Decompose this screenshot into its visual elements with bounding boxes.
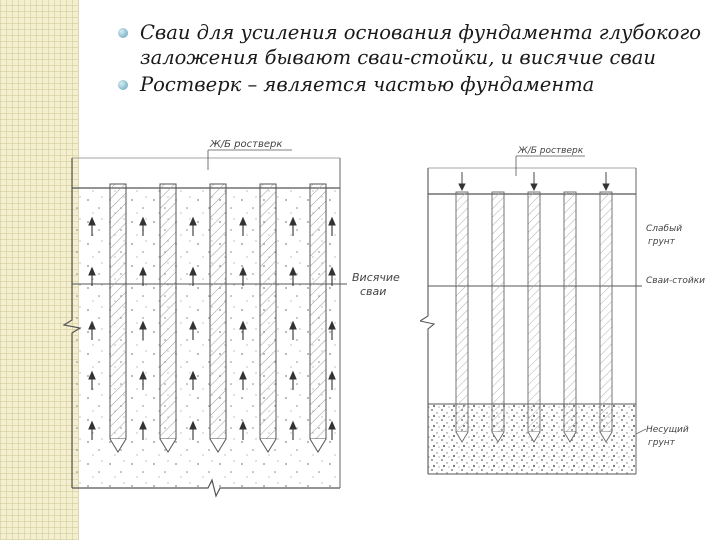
pile (455, 191, 469, 443)
pile (527, 191, 541, 443)
strong-soil-label-2: грунт (648, 438, 676, 448)
force-arrow-head (239, 266, 247, 276)
bullet-item: Ростверк – является частью фундамента (118, 72, 708, 97)
force-arrow-head (328, 320, 336, 330)
force-arrow-head (88, 370, 96, 380)
force-arrow-head (239, 420, 247, 430)
pile (491, 191, 505, 443)
force-arrow-head (88, 420, 96, 430)
weak-soil-label-2: грунт (648, 237, 676, 247)
force-arrow-head (239, 370, 247, 380)
force-arrow-head (289, 216, 297, 226)
force-arrow-head (88, 266, 96, 276)
pile (563, 191, 577, 443)
force-arrow-head (139, 320, 147, 330)
force-arrow-head (328, 420, 336, 430)
hanging-piles-diagram: Висячие сваи Ж/Б ростверк (62, 139, 400, 498)
grillage-label-right: Ж/Б ростверк (517, 146, 584, 156)
pile (159, 183, 177, 453)
pile (309, 183, 327, 453)
bullet-text: Ростверк – является частью фундамента (140, 73, 595, 96)
bullet-list: Сваи для усиления основания фундамента г… (118, 20, 708, 99)
force-arrow-head (328, 370, 336, 380)
force-arrow-head (239, 320, 247, 330)
pile (109, 183, 127, 453)
force-arrow-head (289, 420, 297, 430)
force-arrow-head (328, 266, 336, 276)
force-arrow-head (289, 266, 297, 276)
force-arrow-head (88, 216, 96, 226)
force-arrow-head (139, 266, 147, 276)
force-arrow-head (289, 370, 297, 380)
force-arrow-head (239, 216, 247, 226)
force-arrow-head (139, 420, 147, 430)
strong-soil-label-1: Несущий (646, 425, 689, 435)
force-arrow-head (328, 216, 336, 226)
force-arrow-head (289, 320, 297, 330)
bullet-dot-icon (118, 80, 128, 90)
force-arrow-head (189, 216, 197, 226)
force-arrow-head (189, 320, 197, 330)
force-arrow-head (88, 320, 96, 330)
bullet-item: Сваи для усиления основания фундамента г… (118, 20, 708, 70)
decorative-side-strip (0, 0, 78, 540)
end-bearing-label: Сваи-стойки (646, 276, 705, 286)
force-arrow-head (189, 370, 197, 380)
force-arrow-head (189, 420, 197, 430)
force-arrow-head (139, 370, 147, 380)
grillage-label-left: Ж/Б ростверк (209, 139, 282, 150)
bullet-dot-icon (118, 28, 128, 38)
end-bearing-piles-diagram: Ж/Б ростверк Слабый грунт Сваи-стойки Не… (420, 146, 705, 475)
pile (259, 183, 277, 453)
pile (599, 191, 613, 443)
force-arrow-head (139, 216, 147, 226)
hanging-label-1: Висячие (352, 271, 400, 284)
load-arrows (458, 172, 610, 192)
pile (209, 183, 227, 453)
force-arrow-head (189, 266, 197, 276)
bullet-text: Сваи для усиления основания фундамента г… (140, 21, 702, 69)
hanging-label-2: сваи (360, 285, 386, 298)
weak-soil-label-1: Слабый (646, 224, 682, 234)
force-arrows (88, 216, 336, 440)
